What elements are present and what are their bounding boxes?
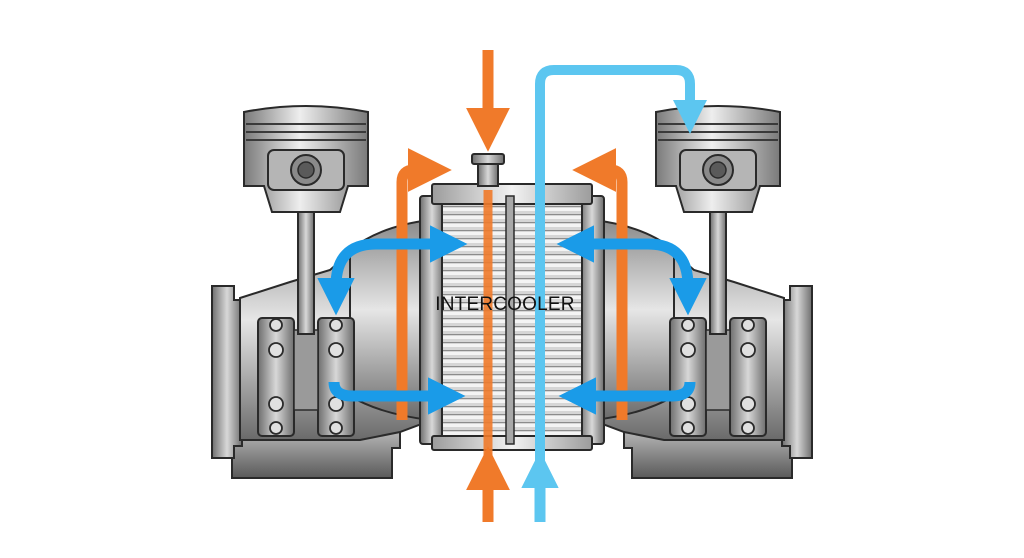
- cold-air-flow: [317, 65, 708, 522]
- right-connecting-rod: [709, 195, 727, 335]
- bolt-icon: [740, 342, 756, 358]
- left-cylinder-unit: [211, 105, 433, 479]
- hot-left-loop-arrow: [396, 148, 452, 420]
- bolt-icon: [740, 396, 756, 412]
- intercooler-right-tank: [579, 195, 605, 445]
- bolt-icon: [268, 342, 284, 358]
- cold-return-loop-arrow: [535, 65, 708, 522]
- bolt-icon: [268, 396, 284, 412]
- right-bearing-block-inner: [669, 317, 707, 437]
- bolt-icon: [741, 421, 755, 435]
- bolt-icon: [741, 318, 755, 332]
- intercooler-label: INTERCOOLER: [435, 294, 575, 315]
- cold-right-upper-curve-arrow: [578, 238, 707, 316]
- bolt-icon: [329, 318, 343, 332]
- bolt-icon: [681, 421, 695, 435]
- hot-air-flow: [396, 50, 628, 522]
- bolt-icon: [328, 342, 344, 358]
- bolt-icon: [681, 318, 695, 332]
- cold-left-upper-curve-arrow: [317, 238, 446, 316]
- left-piston: [243, 105, 369, 213]
- right-piston: [655, 105, 781, 213]
- inlet-port: [477, 161, 499, 187]
- left-connecting-rod: [297, 195, 315, 335]
- intercooler-left-tank: [419, 195, 445, 445]
- bolt-icon: [680, 342, 696, 358]
- bolt-icon: [269, 318, 283, 332]
- right-cylinder-unit: [591, 105, 813, 479]
- cold-right-lower-arrow: [558, 377, 696, 415]
- hot-right-loop-arrow: [572, 148, 628, 420]
- cold-left-lower-arrow: [328, 377, 466, 415]
- left-end-flange: [211, 285, 243, 459]
- left-bearing-block-outer: [257, 317, 295, 437]
- bolt-icon: [329, 421, 343, 435]
- right-end-flange: [781, 285, 813, 459]
- left-bearing-block-inner: [317, 317, 355, 437]
- bolt-icon: [269, 421, 283, 435]
- right-bearing-block-outer: [729, 317, 767, 437]
